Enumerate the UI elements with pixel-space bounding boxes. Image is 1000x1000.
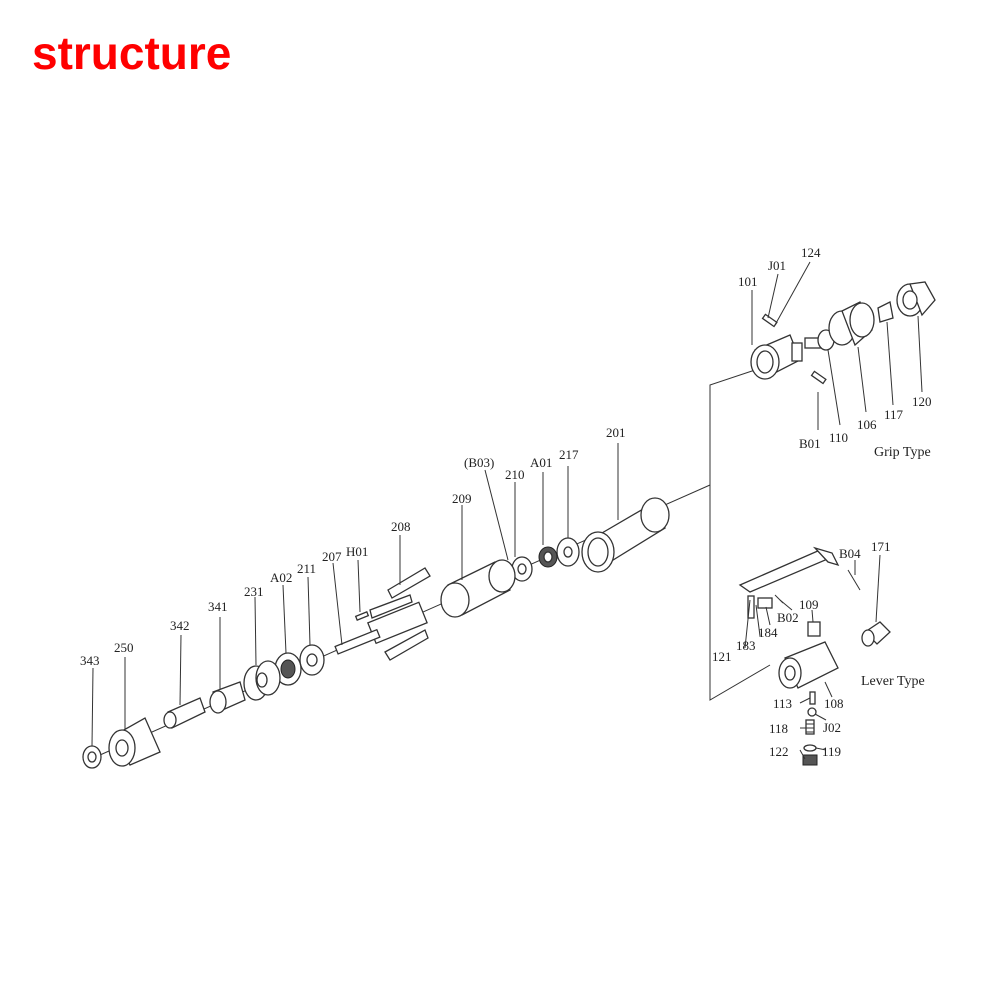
label-217: 217 xyxy=(559,447,579,462)
label-250: 250 xyxy=(114,640,134,655)
label-209: 209 xyxy=(452,491,472,506)
label-J02: J02 xyxy=(823,720,841,735)
part-120-end-cap xyxy=(896,281,936,317)
label-B04: B04 xyxy=(839,546,861,561)
label-J01: J01 xyxy=(768,258,786,273)
part-171-inlet-fitting xyxy=(861,621,891,647)
part-B01-pin xyxy=(810,370,827,385)
part-A01-bearing xyxy=(538,546,558,568)
label-341: 341 xyxy=(208,599,228,614)
label-122: 122 xyxy=(769,744,789,759)
part-121-lever xyxy=(738,546,840,593)
label-183: 183 xyxy=(736,638,756,653)
part-106-knurled-nut xyxy=(828,301,875,347)
label-231: 231 xyxy=(244,584,264,599)
label-A01: A01 xyxy=(530,455,552,470)
part-250-front-housing xyxy=(108,717,161,767)
part-209-cylinder-sleeve xyxy=(440,559,516,618)
part-A02-bearing xyxy=(274,652,302,686)
part-117-cone xyxy=(877,301,894,323)
label-110: 110 xyxy=(829,430,848,445)
label-121: 121 xyxy=(712,649,732,664)
part-101-housing xyxy=(750,334,803,380)
part-113-pin xyxy=(809,691,816,705)
label-184: 184 xyxy=(758,625,778,640)
part-208-rotor-vanes xyxy=(366,567,431,661)
label-B01: B01 xyxy=(799,436,821,451)
label-H01: H01 xyxy=(346,544,368,559)
part-231-gear xyxy=(243,660,281,701)
label-171: 171 xyxy=(871,539,891,554)
variant-bracket-line xyxy=(709,369,771,701)
part-H01-key xyxy=(354,611,370,621)
label-108: 108 xyxy=(824,696,844,711)
label-A02: A02 xyxy=(270,570,292,585)
part-J02-ring xyxy=(807,707,817,717)
label-343: 343 xyxy=(80,653,100,668)
part-341-bushing xyxy=(209,681,246,714)
part-207-shaft xyxy=(334,628,381,655)
label-101: 101 xyxy=(738,274,758,289)
label-117: 117 xyxy=(884,407,904,422)
part-122-screw xyxy=(802,754,818,766)
label-109: 109 xyxy=(799,597,819,612)
page-title: structure xyxy=(32,27,232,79)
label-B02: B02 xyxy=(777,610,799,625)
label-208: 208 xyxy=(391,519,411,534)
label-210: 210 xyxy=(505,467,525,482)
part-211-washer xyxy=(299,644,325,676)
section-lever-type: Lever Type xyxy=(861,674,925,689)
part-343-cap xyxy=(82,745,102,769)
section-grip-type: Grip Type xyxy=(874,445,931,460)
label-B03: (B03) xyxy=(464,455,494,470)
part-108-lever-housing xyxy=(778,641,839,689)
part-342-chuck xyxy=(163,697,206,729)
part-119-oring xyxy=(803,744,817,752)
label-211: 211 xyxy=(297,561,316,576)
label-201: 201 xyxy=(606,425,626,440)
part-217-plate xyxy=(556,537,580,567)
label-120: 120 xyxy=(912,394,932,409)
part-118-spring xyxy=(805,719,815,735)
part-201-cylinder xyxy=(581,497,670,573)
label-106: 106 xyxy=(857,417,877,432)
label-124: 124 xyxy=(801,245,821,260)
label-342: 342 xyxy=(170,618,190,633)
label-118: 118 xyxy=(769,721,788,736)
label-207: 207 xyxy=(322,549,342,564)
label-119: 119 xyxy=(822,744,841,759)
label-113: 113 xyxy=(773,696,792,711)
part-B04-spring xyxy=(847,569,861,591)
part-109-valve xyxy=(807,621,821,637)
